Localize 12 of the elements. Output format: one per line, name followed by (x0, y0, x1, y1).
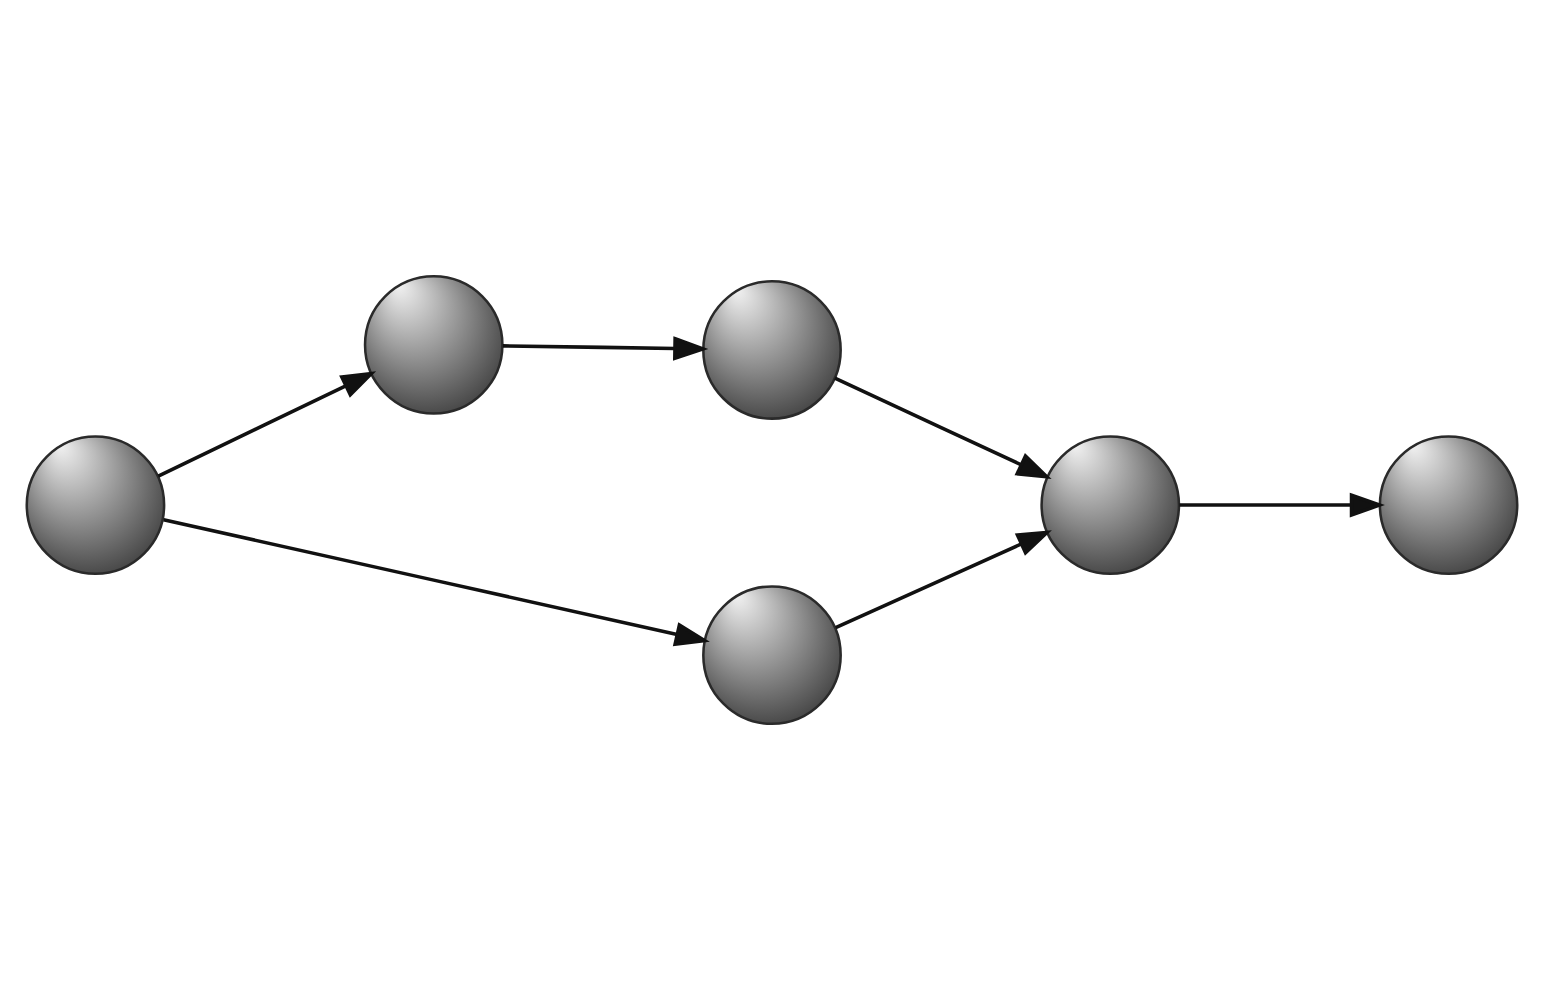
arrow (502, 336, 709, 361)
arrow (1179, 492, 1385, 518)
arrow (834, 376, 1052, 479)
arrow (163, 518, 710, 647)
node-circle (1040, 435, 1181, 576)
arrow (834, 530, 1052, 630)
node-circle (25, 435, 166, 576)
node-circle (363, 274, 504, 415)
arrow (157, 371, 377, 478)
node-circle (702, 280, 842, 420)
node-circle (702, 585, 842, 726)
node-circle (1378, 435, 1519, 576)
